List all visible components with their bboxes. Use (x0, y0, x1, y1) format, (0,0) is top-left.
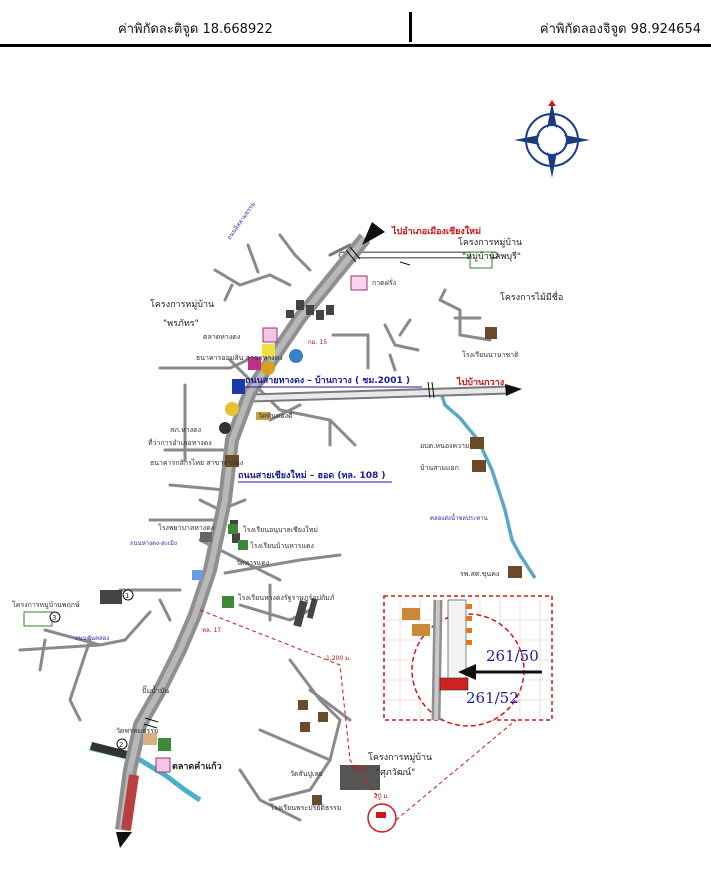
wat-doi-label: วัดหารแดง (236, 559, 269, 567)
compass-icon: N S W E (514, 100, 590, 178)
village-right-label: บ้านสามแยก (420, 464, 459, 472)
police-label: สภ.หางดง (170, 426, 201, 434)
num-1-label: 1 (125, 592, 129, 600)
top-road-label: ถนนอิสลามธรรม (226, 201, 257, 241)
district-office-label: ที่ว่าการอำเภอหางดง (148, 438, 212, 447)
to-chiangmai-label: ไปอำเภอเมืองเชียงใหม่ (391, 225, 481, 237)
school-anuban-label: โรงเรียนอนุบาลเชียงใหม่ (243, 525, 318, 534)
proj-bottom-name: "ศุภวัฒน์" (376, 766, 415, 778)
road-break-mark (399, 261, 411, 266)
bank-bkk-label: ธนาคารกสิกรไทย สาขาหางดง (150, 458, 243, 467)
wat-mae-label: วัดพรหมธรรม (116, 727, 159, 735)
compass-e: E (571, 137, 575, 145)
compass-s: S (550, 159, 555, 167)
header-divider (409, 12, 412, 42)
landmark-icons (23, 251, 522, 773)
road-labels: ไปอำเภอเมืองเชียงใหม่ ไปบ้านกวาง ถนนสายห… (238, 225, 504, 522)
market-kaew-label: ตลาดคำแก้ว (172, 761, 222, 772)
gas-station-label: ปั๊มน้ำมัน (142, 684, 169, 695)
num-2-label: 2 (119, 741, 123, 749)
to-ban-khuang-label: ไปบ้านกวาง (456, 376, 504, 388)
inset-map: 261/50 261/52 (383, 595, 553, 727)
km-1-label: กม. 15 (308, 339, 327, 346)
plot-a-label: 261/50 (486, 647, 539, 665)
proj-top-right-name: "หมู่บ้านลพบุรี" (462, 251, 521, 262)
road-108-label: ถนนสายเชียงใหม่ – ฮอด (ทล. 108 ) (238, 469, 385, 481)
hospital-label: โรงพยาบาลหางดง (158, 523, 214, 532)
dist-3-label: 20 ม. (374, 793, 389, 800)
compass-w: W (528, 137, 535, 145)
proj-maimi-label: โครงการไม้มีชื่อ (500, 290, 563, 303)
longitude-label: ค่าพิกัดลองจิจูด 98.924654 (539, 22, 701, 37)
proj-porn-name: "พรภัทร" (163, 319, 199, 329)
dist-1-label: 1,200 ม. (326, 655, 351, 662)
coordinate-header: ค่าพิกัดละติจูด 18.668922 ค่าพิกัดลองจิจ… (0, 0, 711, 47)
market-hangdong-label: ตลาดหางดง (203, 333, 240, 341)
proj-west-label: โครงการหมู่บ้านพฤกษ์ (12, 600, 80, 609)
destination-marker (367, 803, 397, 833)
wat-right1-label: อบต.หนองควาย (420, 442, 469, 450)
compass-n: N (549, 115, 554, 123)
school-ban-ban-label: โรงเรียนบ้านหารแดง (250, 541, 314, 550)
distance-markers: กม. 15 ทล. 17 1,200 ม. 150 ม. 20 ม. 1 2 … (52, 339, 389, 800)
highway-108 (115, 222, 385, 848)
hosp-right-label: รพ.สต.ขุนคง (460, 570, 499, 578)
wat-bottom-label: วัดสันปูเลย (290, 770, 323, 778)
proj-porn-label: โครงการหมู่บ้าน (150, 299, 214, 310)
wat-phanon-label: วัดพันตองดี (258, 412, 293, 420)
school-gov-label: โรงเรียนหางดงรัฐราษฎร์อุปถัมภ์ (238, 593, 335, 602)
num-3-label: 3 (52, 614, 56, 622)
market-top-label: กาดฝรั่ง (372, 278, 396, 287)
canal-label: คลองส่งน้ำชลประทาน (430, 512, 488, 522)
school-right-label: โรงเรียนนานาชาติ (462, 350, 519, 359)
place-labels: โครงการหมู่บ้าน "หมู่บ้านลพบุรี" กาดฝรั่… (12, 201, 563, 812)
left-road-label2: ถนนหางดง-สะเมิง (130, 540, 177, 547)
left-road-label: ถนนคันคลอง (75, 635, 109, 642)
branch-bank-label: ธนาคารออมสิน สาขาหางดง (196, 354, 283, 362)
latitude-label: ค่าพิกัดละติจูด 18.668922 (118, 22, 273, 37)
km-2-label: ทล. 17 (202, 627, 221, 634)
proj-bottom-label: โครงการหมู่บ้าน (368, 752, 432, 763)
road-2001-label: ถนนสายหางดง – บ้านกวาง ( ชม.2001 ) (245, 375, 410, 386)
plot-b-label: 261/52 (466, 689, 519, 707)
dist-2-label: 150 ม. (352, 765, 371, 772)
road-2001 (249, 381, 522, 403)
school-bottom-label: โรงเรียนพระปริยัติธรรม (270, 803, 341, 812)
proj-top-right-label: โครงการหมู่บ้าน (458, 237, 522, 248)
